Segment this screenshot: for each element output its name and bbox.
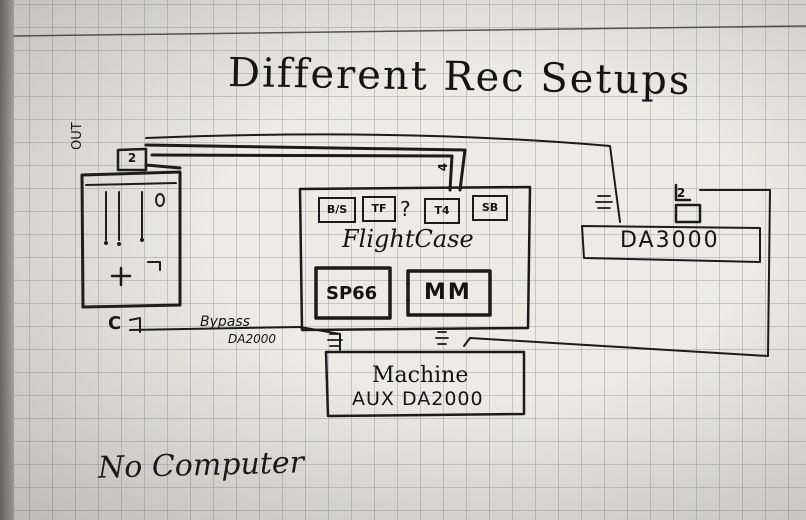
cable-bypass: [129, 326, 341, 351]
mixer-knob: [155, 193, 165, 207]
flightcase-question: ?: [400, 197, 411, 221]
flightcase-box: [298, 185, 532, 332]
da3000-box: [581, 225, 761, 263]
machine-label: Machine: [372, 363, 469, 388]
cable-mixer-flightcase-b: [150, 153, 454, 192]
bypass-connector: [129, 317, 141, 333]
mixer-out-tag: [116, 147, 148, 172]
flightcase-top-tag: 4: [436, 162, 450, 172]
machine-aux-label: AUX DA2000: [352, 388, 484, 410]
module-bs: B/S: [318, 197, 356, 223]
machine-input-mark: [435, 331, 449, 345]
unit-sp66-label: SP66: [326, 283, 378, 304]
cable-mixer-stub: [144, 163, 182, 170]
margin-line: [13, 25, 806, 37]
bypass-label: Bypass: [200, 314, 250, 330]
module-tf: TF: [362, 196, 396, 222]
fader-dot-1: [104, 241, 108, 245]
footer-note: No Computer: [97, 445, 305, 486]
mixer-c-label: C: [108, 313, 122, 334]
mixer-top-line: [85, 182, 177, 186]
mixer-top-tag: 2: [127, 151, 137, 165]
module-t4: T4: [424, 198, 460, 224]
da3000-label: DA3000: [620, 228, 720, 253]
bypass-sub-label: DA2000: [228, 332, 276, 346]
unit-box-2: [406, 269, 492, 317]
mixer-plus: [110, 266, 132, 287]
unit-mm-label: MM: [424, 280, 472, 305]
notebook-binding: [0, 0, 14, 520]
module-sb: SB: [472, 195, 508, 221]
fader-dot-2: [117, 242, 121, 246]
mixer-out-label: OUT: [70, 122, 85, 150]
fader-dot-3: [140, 238, 144, 242]
page-title: Different Rec Setups: [227, 49, 692, 105]
cable-da3000-machine: [463, 189, 771, 357]
machine-bypass-mark: [327, 333, 343, 347]
cable-mixer-da3000: [145, 133, 621, 223]
da3000-tag: 2: [676, 186, 686, 200]
mixer-box: [80, 170, 182, 309]
flightcase-label: FlightCase: [342, 225, 474, 253]
unit-box-1: [314, 266, 392, 320]
mixer-mark: [147, 261, 161, 271]
machine-box: [324, 350, 526, 418]
cable-mixer-flightcase-a: [144, 143, 467, 192]
da3000-connector: [674, 183, 702, 224]
da3000-input-mark: [595, 195, 613, 209]
